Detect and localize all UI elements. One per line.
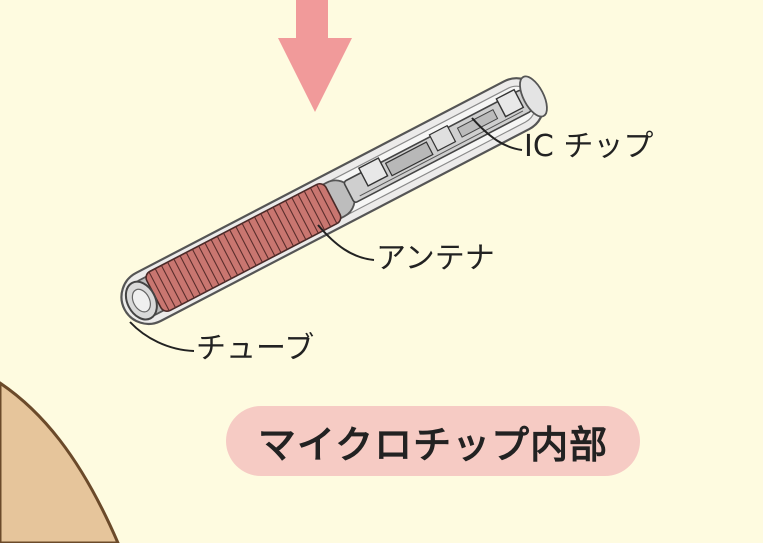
down-arrow-icon <box>278 0 352 112</box>
caption-text: マイクロチップ内部 <box>257 422 609 467</box>
antenna-label: アンテナ <box>376 241 495 276</box>
antenna-coil <box>145 182 342 312</box>
ic-chip-leader <box>471 117 523 151</box>
microchip <box>120 75 548 325</box>
antenna-leader <box>317 224 375 261</box>
tube-label: チューブ <box>196 331 315 366</box>
tube-leader <box>129 321 195 352</box>
skin-shape <box>0 381 120 543</box>
caption-badge: マイクロチップ内部 <box>226 406 640 476</box>
ic-chip-label: IC チップ <box>524 129 654 164</box>
